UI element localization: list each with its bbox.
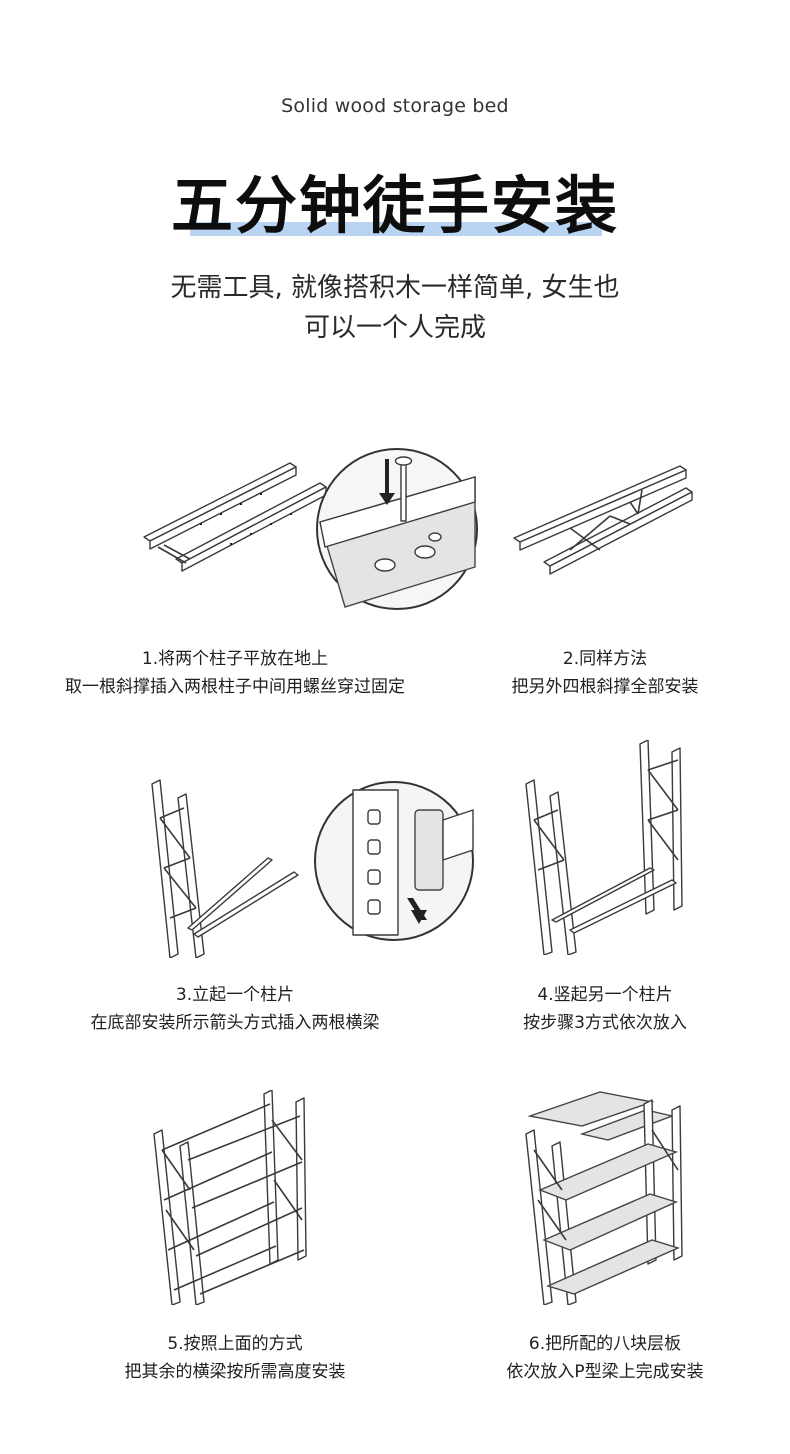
step3-caption: 3.立起一个柱片 在底部安装所示箭头方式插入两根横梁 xyxy=(40,981,430,1037)
step3-title: 3.立起一个柱片 xyxy=(175,985,295,1005)
step1-screw-detail-circle xyxy=(316,448,478,610)
step1-title: 1.将两个柱子平放在地上 xyxy=(141,649,329,669)
step4-title: 4.竖起另一个柱片 xyxy=(537,985,673,1005)
title-block: 五分钟徒手安装 xyxy=(0,168,790,244)
step4-desc: 按步骤3方式依次放入 xyxy=(523,1013,687,1033)
step6-caption: 6.把所配的八块层板 依次放入P型梁上完成安装 xyxy=(440,1330,770,1386)
step2-frame-illustration xyxy=(513,465,693,575)
step3-desc: 在底部安装所示箭头方式插入两根横梁 xyxy=(90,1013,380,1033)
step6-rack-shelves-illustration xyxy=(525,1091,683,1305)
intro-line-1: 无需工具, 就像搭积木一样简单, 女生也 xyxy=(170,273,620,303)
page-title: 五分钟徒手安装 xyxy=(170,169,619,242)
step2-title: 2.同样方法 xyxy=(562,649,648,669)
step4-caption: 4.竖起另一个柱片 按步骤3方式依次放入 xyxy=(440,981,770,1037)
intro-line-2: 可以一个人完成 xyxy=(303,313,486,343)
title-highlight-bar xyxy=(190,222,602,236)
intro-text: 无需工具, 就像搭积木一样简单, 女生也 可以一个人完成 xyxy=(0,268,790,348)
step2-desc: 把另外四根斜撑全部安装 xyxy=(511,677,699,697)
step5-title: 5.按照上面的方式 xyxy=(167,1334,303,1354)
step5-rack-beams-illustration xyxy=(153,1090,307,1305)
step3-hook-detail-circle xyxy=(314,781,474,941)
step4-two-uprights-illustration xyxy=(525,740,683,955)
step2-caption: 2.同样方法 把另外四根斜撑全部安装 xyxy=(440,645,770,701)
step5-caption: 5.按照上面的方式 把其余的横梁按所需高度安装 xyxy=(40,1330,430,1386)
step1-rails-illustration xyxy=(143,462,327,572)
step5-desc: 把其余的横梁按所需高度安装 xyxy=(124,1362,346,1382)
step1-caption: 1.将两个柱子平放在地上 取一根斜撑插入两根柱子中间用螺丝穿过固定 xyxy=(40,645,430,701)
step6-desc: 依次放入P型梁上完成安装 xyxy=(506,1362,704,1382)
step6-title: 6.把所配的八块层板 xyxy=(528,1334,682,1354)
step3-upright-illustration xyxy=(151,779,299,958)
subtitle-en: Solid wood storage bed xyxy=(281,95,509,117)
step1-desc: 取一根斜撑插入两根柱子中间用螺丝穿过固定 xyxy=(65,677,405,697)
